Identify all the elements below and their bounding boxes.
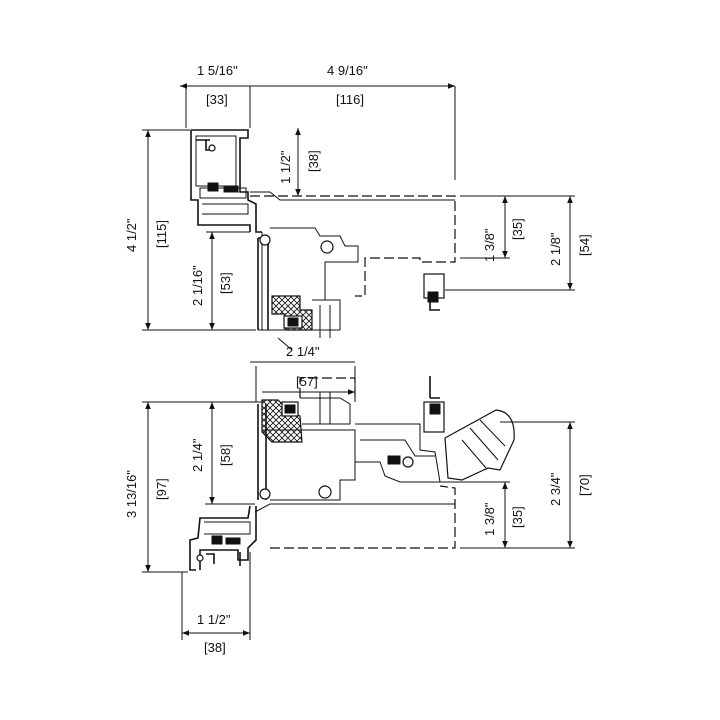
dim-bottom-right-1: 1 3/8" [482,502,497,536]
dim-top-width-left-mm: [33] [206,92,228,107]
operator-handle [444,409,515,481]
dim-bottom-height-mid: 2 1/4" [190,438,205,472]
dim-bottom-height-total: 3 13/16" [124,470,139,518]
bottom-dimensions [142,366,575,640]
dim-bottom-right-1-mm: [35] [510,506,525,528]
dim-top-right-2: 2 1/8" [548,232,563,266]
fastener-block-1 [207,182,219,192]
dim-top-height-total: 4 1/2" [124,218,139,252]
dim-top-height-lower-mm: [53] [218,272,233,294]
dim-top-height-total-mm: [115] [154,220,169,248]
screw-head-top [320,240,334,254]
dim-center-width: 2 1/4" [286,344,320,359]
dim-top-height-upper-mm: [38] [306,150,321,172]
dim-top-right-1-mm: [35] [510,218,525,240]
dim-bottom-width-mm: [38] [204,640,226,655]
screw-head-bottom [318,485,332,499]
top-profile [190,129,456,338]
dim-top-width-left: 1 5/16" [197,63,238,78]
dim-bottom-right-2: 2 3/4" [548,472,563,506]
gasket-bottom [261,399,303,443]
dim-top-width-right: 4 9/16" [327,63,368,78]
dim-top-width-right-mm: [116] [336,92,364,107]
dim-top-height-upper: 1 1/2" [278,150,293,184]
dim-bottom-right-2-mm: [70] [577,474,592,496]
dim-bottom-height-mid-mm: [58] [218,444,233,466]
top-dimensions [142,83,575,363]
dim-top-right-2-mm: [54] [577,234,592,256]
dim-bottom-height-total-mm: [97] [154,478,169,500]
bottom-profile [189,376,515,571]
bottom-dimension-labels: 2 1/4" [57] 3 13/16" [97] 2 1/4" [58] 1 … [124,344,592,655]
dim-top-right-1: 1 3/8" [482,228,497,262]
fastener-block-2 [223,185,239,193]
dim-top-height-lower: 2 1/16" [190,265,205,306]
dim-bottom-width: 1 1/2" [197,612,231,627]
top-dimension-labels: 1 5/16" [33] 4 9/16" [116] 1 1/2" [38] 4… [124,63,592,306]
dim-center-width-mm: [57] [296,374,318,389]
